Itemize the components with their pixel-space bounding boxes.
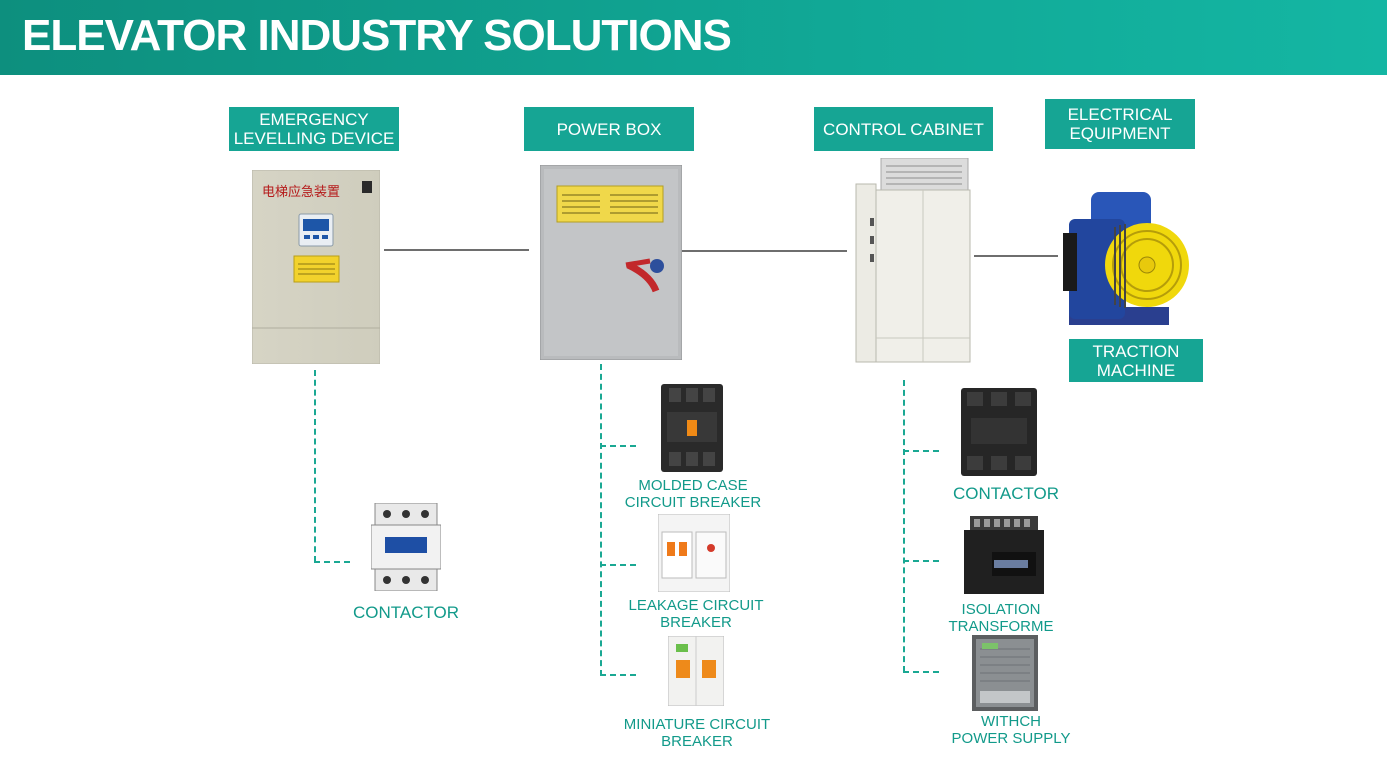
traction-machine-image xyxy=(1063,192,1189,325)
power-box-label: POWER BOX xyxy=(524,107,694,151)
electrical-equipment-label: ELECTRICAL EQUIPMENT xyxy=(1045,99,1195,149)
device-panel-text: 电梯应急装置 xyxy=(262,184,340,200)
miniature-connector xyxy=(600,674,636,676)
header-banner: ELEVATOR INDUSTRY SOLUTIONS xyxy=(0,0,1387,75)
cabinet-contactor-connector xyxy=(903,450,939,452)
control-cabinet-label: CONTROL CABINET xyxy=(814,107,993,151)
connector-powerbox-cabinet xyxy=(682,250,847,252)
emergency-branch-line xyxy=(314,370,316,562)
isolation-connector xyxy=(903,560,939,562)
cabinet-branch-line xyxy=(903,380,905,672)
isolation-transformer-label: ISOLATION TRANSFORME xyxy=(948,601,1054,635)
emergency-contactor-image xyxy=(371,503,441,591)
control-cabinet-image xyxy=(855,158,971,363)
power-box-image xyxy=(540,165,682,360)
cabinet-contactor-label: CONTACTOR xyxy=(952,484,1060,503)
leakage-breaker-image xyxy=(658,514,730,592)
traction-machine-label: TRACTION MACHINE xyxy=(1069,339,1203,382)
connector-cabinet-traction xyxy=(974,255,1058,257)
leakage-connector xyxy=(600,564,636,566)
power-supply-image xyxy=(972,635,1038,711)
emergency-levelling-device-image: 电梯应急装置 xyxy=(252,170,380,364)
emergency-contactor-connector xyxy=(314,561,350,563)
cabinet-contactor-image xyxy=(961,388,1037,476)
emergency-contactor-label: CONTACTOR xyxy=(352,603,460,622)
power-supply-connector xyxy=(903,671,939,673)
molded-case-connector xyxy=(600,445,636,447)
miniature-breaker-label: MINIATURE CIRCUIT BREAKER xyxy=(623,716,771,750)
page-title: ELEVATOR INDUSTRY SOLUTIONS xyxy=(22,11,732,60)
powerbox-branch-line xyxy=(600,364,602,676)
emergency-levelling-device-label: EMERGENCY LEVELLING DEVICE xyxy=(229,107,399,151)
molded-case-breaker-label: MOLDED CASE CIRCUIT BREAKER xyxy=(624,477,762,511)
molded-case-breaker-image xyxy=(661,384,723,472)
power-supply-label: WITHCH POWER SUPPLY xyxy=(951,713,1071,747)
connector-emergency-powerbox xyxy=(384,249,529,251)
miniature-breaker-image xyxy=(668,636,724,706)
isolation-transformer-image xyxy=(964,516,1044,594)
leakage-breaker-label: LEAKAGE CIRCUIT BREAKER xyxy=(628,597,764,631)
